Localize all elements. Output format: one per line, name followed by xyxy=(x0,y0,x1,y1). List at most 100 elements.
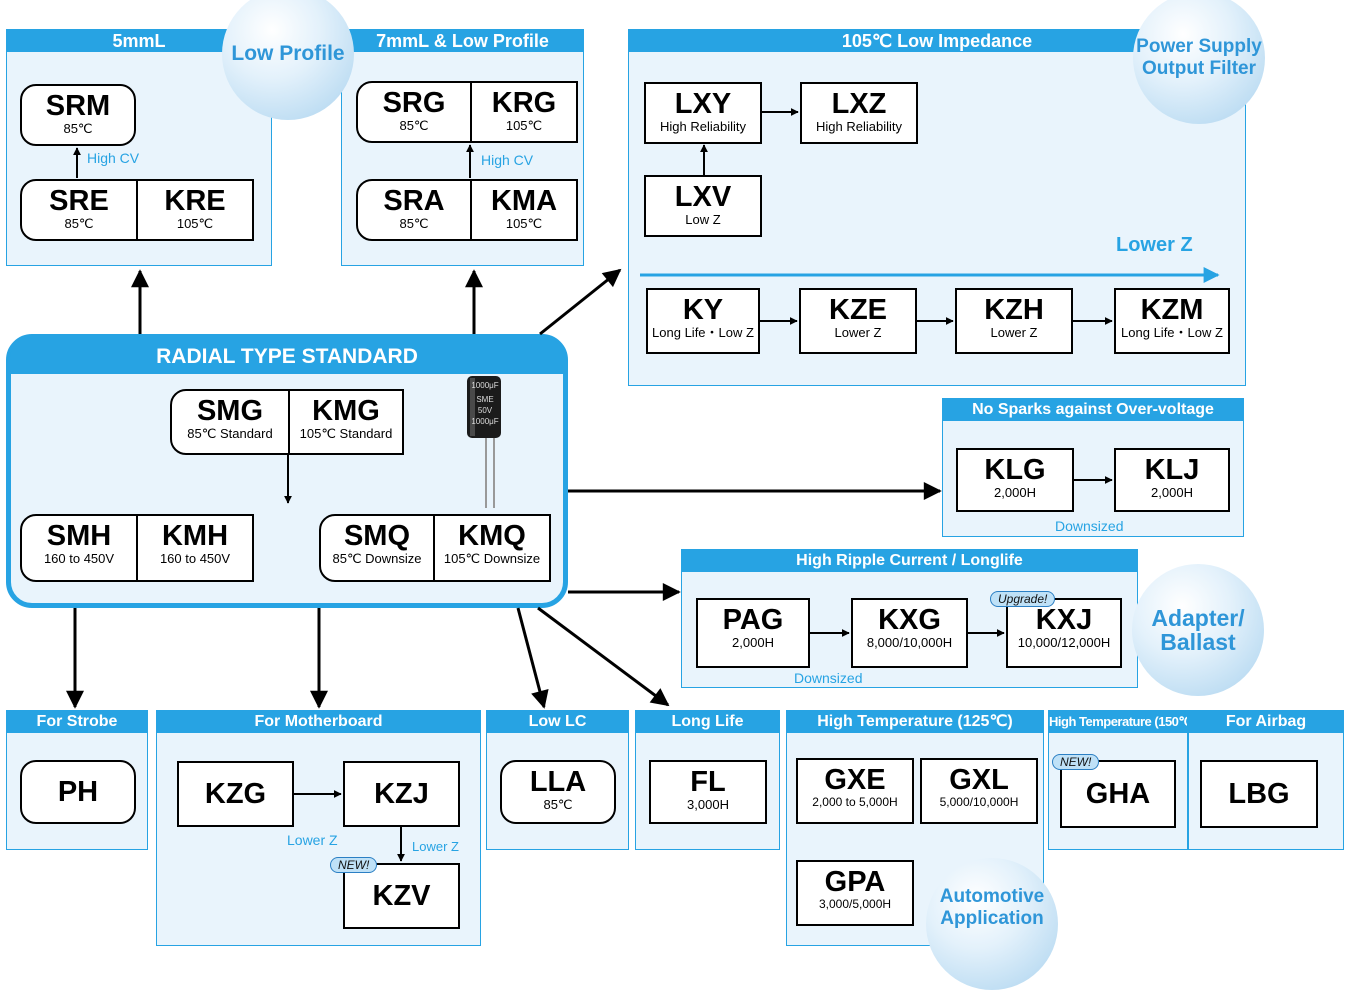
series-gha[interactable]: GHA xyxy=(1060,760,1176,828)
series-fl[interactable]: FL 3,000H xyxy=(649,760,767,824)
series-lxy[interactable]: LXY High Reliability xyxy=(644,82,762,144)
series-name: KMA xyxy=(490,185,558,217)
series-kmh[interactable]: KMH 160 to 450V xyxy=(136,514,254,582)
new-badge: NEW! xyxy=(1052,754,1100,770)
series-name: KZV xyxy=(372,880,431,912)
capacitor-text: SME xyxy=(476,395,493,404)
note-lower-z: Lower Z xyxy=(412,839,459,854)
note-high-cv: High CV xyxy=(87,150,140,166)
capacitor-text: 50V xyxy=(478,406,493,415)
capacitor-text: 1000μF xyxy=(471,417,498,426)
series-desc: 10,000/12,000H xyxy=(1017,635,1111,650)
series-name: KRG xyxy=(491,87,557,119)
series-smq[interactable]: SMQ 85℃ Downsize xyxy=(319,514,435,582)
series-kxj[interactable]: KXJ 10,000/12,000H xyxy=(1006,598,1122,668)
series-desc: 3,000H xyxy=(687,797,729,812)
series-lla[interactable]: LLA 85℃ xyxy=(500,760,616,824)
series-name: SMH xyxy=(46,520,112,552)
series-ky[interactable]: KY Long Life・Low Z xyxy=(646,288,760,354)
series-desc: 2,000H xyxy=(994,485,1036,500)
series-srg[interactable]: SRG 85℃ xyxy=(356,81,472,143)
series-kzm[interactable]: KZM Long Life・Low Z xyxy=(1114,288,1230,354)
panel-title: No Sparks against Over-voltage xyxy=(943,399,1243,421)
note-high-cv: High CV xyxy=(481,152,534,168)
series-name: KZM xyxy=(1140,294,1204,326)
series-smg[interactable]: SMG 85℃ Standard xyxy=(170,389,290,455)
series-kzh[interactable]: KZH Lower Z xyxy=(955,288,1073,354)
series-desc: 2,000 to 5,000H xyxy=(812,795,898,809)
series-desc: 85℃ Standard xyxy=(187,426,273,441)
series-name: KLG xyxy=(984,454,1046,486)
series-kze[interactable]: KZE Lower Z xyxy=(799,288,917,354)
series-smh[interactable]: SMH 160 to 450V xyxy=(20,514,138,582)
panel-title: For Strobe xyxy=(7,711,147,733)
bubble-line: Output Filter xyxy=(1142,58,1256,79)
panel-title: High Temperature (125℃) xyxy=(787,711,1043,733)
bubble-line: Ballast xyxy=(1160,629,1236,655)
panel-title: 5mmL xyxy=(7,30,271,52)
series-name: LLA xyxy=(529,766,587,798)
series-kmq[interactable]: KMQ 105℃ Downsize xyxy=(433,514,551,582)
series-desc: 85℃ xyxy=(399,216,429,231)
note-lower-z: Lower Z xyxy=(1116,234,1193,256)
note-downsized: Downsized xyxy=(794,670,863,686)
series-kzg[interactable]: KZG xyxy=(177,761,294,827)
series-sra[interactable]: SRA 85℃ xyxy=(356,179,472,241)
series-desc: High Reliability xyxy=(816,119,902,134)
new-badge: NEW! xyxy=(330,857,378,873)
series-name: KZJ xyxy=(374,778,429,810)
panel-title: High Temperature (150℃) xyxy=(1049,711,1187,733)
series-desc: 105℃ xyxy=(505,118,543,133)
series-klj[interactable]: KLJ 2,000H xyxy=(1114,448,1230,512)
series-ph[interactable]: PH xyxy=(20,760,136,824)
series-kzj[interactable]: KZJ xyxy=(343,761,460,827)
series-name: GXL xyxy=(949,764,1009,796)
series-name: KLJ xyxy=(1144,454,1200,486)
series-name: SRE xyxy=(49,185,109,217)
series-lxv[interactable]: LXV Low Z xyxy=(644,175,762,237)
panel-title: RADIAL TYPE STANDARD xyxy=(10,338,564,374)
bubble-adapter-ballast: Adapter/Ballast xyxy=(1132,564,1264,696)
series-name: SRM xyxy=(45,90,111,122)
bubble-line: Automotive xyxy=(939,886,1045,907)
series-name: SMG xyxy=(196,395,264,427)
series-kxg[interactable]: KXG 8,000/10,000H xyxy=(851,598,968,668)
series-desc: 2,000H xyxy=(1151,485,1193,500)
series-desc: 105℃ xyxy=(505,216,543,231)
series-kre[interactable]: KRE 105℃ xyxy=(136,179,254,241)
connector-arrows xyxy=(66,108,1220,862)
series-kzv[interactable]: KZV xyxy=(343,863,460,929)
panel-title: 105℃ Low Impedance xyxy=(629,30,1245,52)
series-name: LXV xyxy=(674,181,732,213)
series-name: PH xyxy=(57,776,99,808)
series-lbg[interactable]: LBG xyxy=(1200,760,1318,828)
series-pag[interactable]: PAG 2,000H xyxy=(696,598,810,668)
upgrade-badge: Upgrade! xyxy=(990,591,1056,607)
series-desc: High Reliability xyxy=(660,119,746,134)
series-name: SMQ xyxy=(343,520,411,552)
series-name: GPA xyxy=(824,866,886,898)
series-desc: 5,000/10,000H xyxy=(939,795,1019,809)
series-gxl[interactable]: GXL 5,000/10,000H xyxy=(920,758,1038,824)
capacitor-illustration: 1000μF SME 50V 1000μF xyxy=(467,376,501,508)
series-name: KRE xyxy=(164,185,226,217)
series-name: KZG xyxy=(204,778,267,810)
series-desc: Long Life・Low Z xyxy=(652,325,754,340)
series-srm[interactable]: SRM 85℃ xyxy=(20,84,136,146)
series-desc: 105℃ Standard xyxy=(299,426,393,441)
series-krg[interactable]: KRG 105℃ xyxy=(470,81,578,143)
panel-title: For Motherboard xyxy=(157,711,480,733)
bubble-low-profile: Low Profile xyxy=(222,0,354,120)
series-name: GXE xyxy=(824,764,886,796)
series-desc: 8,000/10,000H xyxy=(866,635,953,650)
series-lxz[interactable]: LXZ High Reliability xyxy=(800,82,918,144)
series-klg[interactable]: KLG 2,000H xyxy=(956,448,1074,512)
series-gxe[interactable]: GXE 2,000 to 5,000H xyxy=(796,758,914,824)
series-kma[interactable]: KMA 105℃ xyxy=(470,179,578,241)
panel-title: 7mmL & Low Profile xyxy=(342,30,583,52)
series-kmg[interactable]: KMG 105℃ Standard xyxy=(288,389,404,455)
series-gpa[interactable]: GPA 3,000/5,000H xyxy=(796,860,914,926)
series-name: KMH xyxy=(161,520,229,552)
series-name: LXZ xyxy=(831,88,887,120)
